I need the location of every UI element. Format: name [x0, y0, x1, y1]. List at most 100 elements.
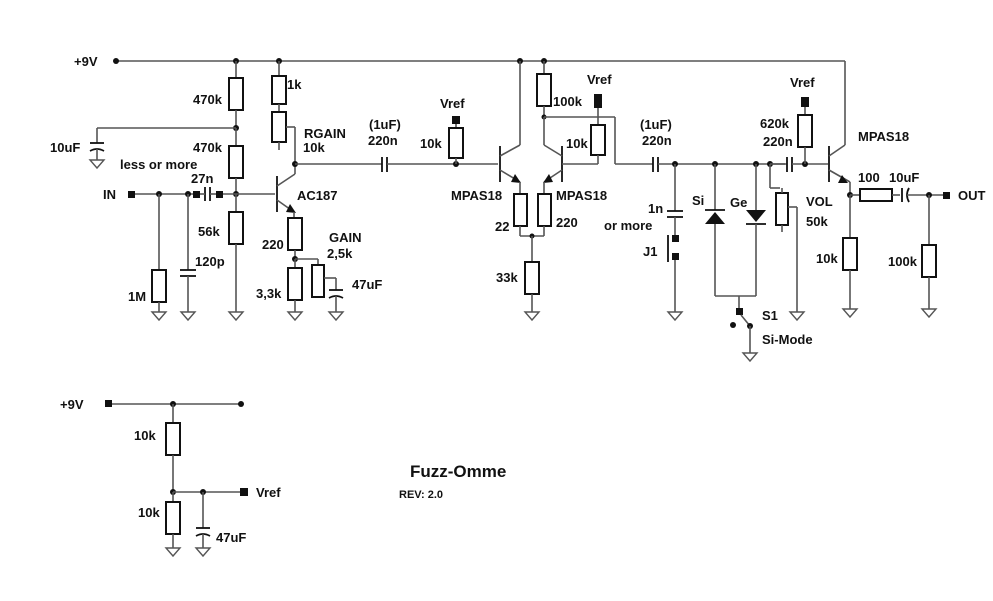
resistor-3-3k	[287, 267, 303, 301]
label-r-vref-top: 10k	[134, 428, 156, 443]
label-c-input-shunt: 120p	[195, 254, 225, 269]
output-network	[841, 187, 950, 319]
resistor-470k-top	[228, 77, 244, 111]
label-c-input-note: less or more	[120, 157, 197, 172]
label-diode-si: Si	[692, 193, 704, 208]
label-pot-gain-name: GAIN	[329, 230, 362, 245]
output-pad	[943, 192, 950, 199]
vref-label-1: Vref	[440, 96, 465, 111]
label-jumper: J1	[643, 244, 657, 259]
resistor-10k-left	[448, 127, 464, 159]
vref-supply	[105, 400, 248, 558]
label-r-bias-right: 10k	[566, 136, 588, 151]
ground-icon	[920, 308, 938, 319]
label-r-output-pulldown: 100k	[888, 254, 918, 269]
bias-right	[590, 94, 606, 164]
input-network	[128, 187, 275, 322]
label-c-couple-2: 220n	[642, 133, 672, 148]
diodes	[705, 164, 766, 363]
label-c-couple-alt-2: (1uF)	[640, 117, 672, 132]
volume-pot	[769, 164, 806, 322]
supply-label-2: +9V	[60, 397, 84, 412]
label-r-output-bias: 620k	[760, 116, 790, 131]
label-pot-rgain-value: 10k	[303, 140, 325, 155]
pot-vol	[775, 192, 789, 226]
label-r-bias-top: 470k	[193, 92, 223, 107]
ground-icon	[164, 547, 182, 558]
output-label: OUT	[958, 188, 986, 203]
coupling-cap-3	[770, 157, 828, 172]
filter-cap-jumper	[666, 164, 684, 322]
label-switch-mode: Si-Mode	[762, 332, 813, 347]
ground-icon	[179, 311, 197, 322]
input-label: IN	[103, 187, 116, 202]
jumper-j1	[672, 253, 679, 260]
ground-icon	[286, 311, 304, 322]
label-r-bias-left: 10k	[420, 136, 442, 151]
resistor-10k-right	[590, 124, 606, 156]
label-r-tail: 33k	[496, 270, 518, 285]
diff-collector	[536, 61, 653, 165]
ground-icon	[327, 311, 345, 322]
diode-ge	[746, 210, 766, 222]
resistor-22	[513, 193, 528, 227]
label-c-emitter: 47uF	[352, 277, 382, 292]
resistor-100	[859, 188, 893, 202]
ground-icon	[88, 159, 106, 170]
label-c-filter-note: or more	[604, 218, 652, 233]
resistor-470k-mid	[228, 145, 244, 179]
transistor-mpas18-right	[543, 144, 598, 194]
label-r-emitter: 220	[262, 237, 284, 252]
collector-network	[271, 61, 382, 167]
ground-icon	[788, 311, 806, 322]
vref-label-3: Vref	[790, 75, 815, 90]
vref-label-4: Vref	[256, 485, 281, 500]
transistor-ac187	[276, 162, 296, 218]
label-c-couple-1: 220n	[368, 133, 398, 148]
label-switch: S1	[762, 308, 778, 323]
label-c-filter: 1n	[648, 201, 663, 216]
label-r-bias-bottom: 56k	[198, 224, 220, 239]
bias-left	[448, 116, 464, 164]
resistor-100k	[536, 73, 552, 107]
ground-icon	[194, 547, 212, 558]
label-transistor-left: MPAS18	[451, 188, 502, 203]
label-r-emitter-left: 22	[495, 219, 509, 234]
diff-tail	[513, 193, 552, 322]
label-c-input: 27n	[191, 171, 213, 186]
label-c-out: 10uF	[889, 170, 919, 185]
resistor-56k	[228, 211, 244, 245]
pot-rgain	[271, 111, 287, 143]
label-transistor-ac187: AC187	[297, 188, 337, 203]
switch-s1	[736, 308, 743, 315]
resistor-vref-bottom	[165, 501, 181, 535]
label-diode-ge: Ge	[730, 195, 747, 210]
resistor-100k-pulldown	[921, 244, 937, 278]
resistor-1k	[271, 75, 287, 105]
label-c-output-couple: 220n	[763, 134, 793, 149]
resistor-220-right	[537, 193, 552, 227]
label-r-emitter-gnd: 3,3k	[256, 286, 282, 301]
label-r-bias-mid: 470k	[193, 140, 223, 155]
ground-icon	[741, 352, 759, 363]
diode-si	[705, 212, 725, 224]
input-pad	[128, 191, 135, 198]
resistor-620k	[797, 114, 813, 148]
resistor-vref-top	[165, 422, 181, 456]
label-c-bias: 10uF	[50, 140, 80, 155]
label-r-vref-bottom: 10k	[138, 505, 160, 520]
ground-icon	[150, 311, 168, 322]
emitter-network	[286, 217, 345, 322]
label-pot-rgain-name: RGAIN	[304, 126, 346, 141]
page-title: Fuzz-Omme	[410, 462, 506, 481]
label-r-emitter-right: 220	[556, 215, 578, 230]
label-transistor-out: MPAS18	[858, 129, 909, 144]
label-c-couple-alt-1: (1uF)	[369, 117, 401, 132]
resistor-10k-emitter	[842, 237, 858, 271]
label-c-vref: 47uF	[216, 530, 246, 545]
ground-icon	[523, 311, 541, 322]
resistor-1m	[151, 269, 167, 303]
label-r-input-pulldown: 1M	[128, 289, 146, 304]
label-r-output-emitter: 10k	[816, 251, 838, 266]
